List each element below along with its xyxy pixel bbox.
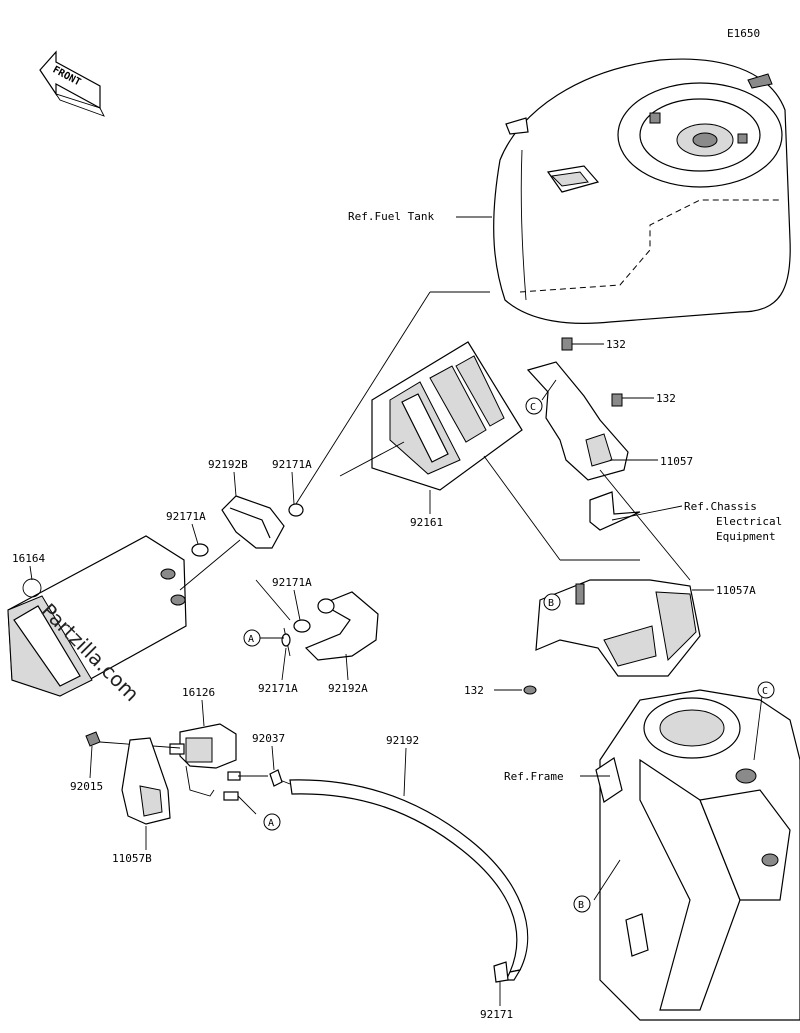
callout-c-lower-label: C [762,686,768,697]
part-label-132-top: 132 [606,338,626,351]
clamp-92171A-1 [288,503,304,517]
clamp-92171A-2 [191,543,209,557]
bracket-11057 [526,337,629,481]
hose-92192A [304,591,379,661]
part-label-11057: 11057 [660,455,693,468]
part-label-92192B: 92192B [208,458,248,471]
callout-a-lower [263,813,281,831]
ref-chassis-label-1: Ref.Chassis [684,500,757,513]
part-label-16126: 16126 [182,686,215,699]
ref-frame-label: Ref.Frame [504,770,564,783]
part-label-92192: 92192 [386,734,419,747]
part-label-92015: 92015 [70,780,103,793]
clamp-92171A-4 [281,627,291,657]
bolt-92015 [85,731,101,747]
canister-16164 [7,535,187,697]
clamp-92171 [493,961,509,983]
canister-cover [339,341,523,491]
ref-chassis-label-3: Equipment [716,530,776,543]
chassis-electrical-part [589,491,641,531]
diagram-code: E1650 [727,27,760,40]
callout-b-upper [543,593,561,611]
part-label-92171: 92171 [480,1008,513,1021]
clamp-92171A-3 [293,619,311,633]
callout-a-upper-label: A [248,634,254,645]
frame [595,689,800,1021]
part-label-132-low: 132 [464,684,484,697]
clip-92037 [269,769,283,787]
hose-92192 [289,779,529,981]
part-label-11057A: 11057A [716,584,756,597]
callout-c-upper-label: C [530,402,536,413]
part-label-92171A-3: 92171A [272,576,312,589]
part-label-92171A-1: 92171A [272,458,312,471]
ref-chassis-label-2: Electrical [716,515,782,528]
solenoid-valve-16126 [169,723,241,801]
part-label-92161: 92161 [410,516,443,529]
bracket-11057A [523,579,701,695]
part-label-11057B: 11057B [112,852,152,865]
part-label-92171A-4: 92171A [258,682,298,695]
callout-a-lower-label: A [268,818,274,829]
fuel-tank [493,58,791,324]
callout-c-lower [757,681,775,699]
part-label-16164: 16164 [12,552,45,565]
part-label-92171A-2: 92171A [166,510,206,523]
hose-92192B [221,495,285,549]
callout-b-upper-label: B [548,598,554,609]
callout-c-upper [525,397,543,415]
front-arrow-icon: FRONT [39,50,105,117]
part-label-132-mid: 132 [656,392,676,405]
callout-b-lower-label: B [578,900,584,911]
ref-fuel-tank-label: Ref.Fuel Tank [348,210,434,223]
bracket-11057B [121,737,171,825]
part-label-92192A: 92192A [328,682,368,695]
part-label-92037: 92037 [252,732,285,745]
callout-b-lower [573,895,591,913]
